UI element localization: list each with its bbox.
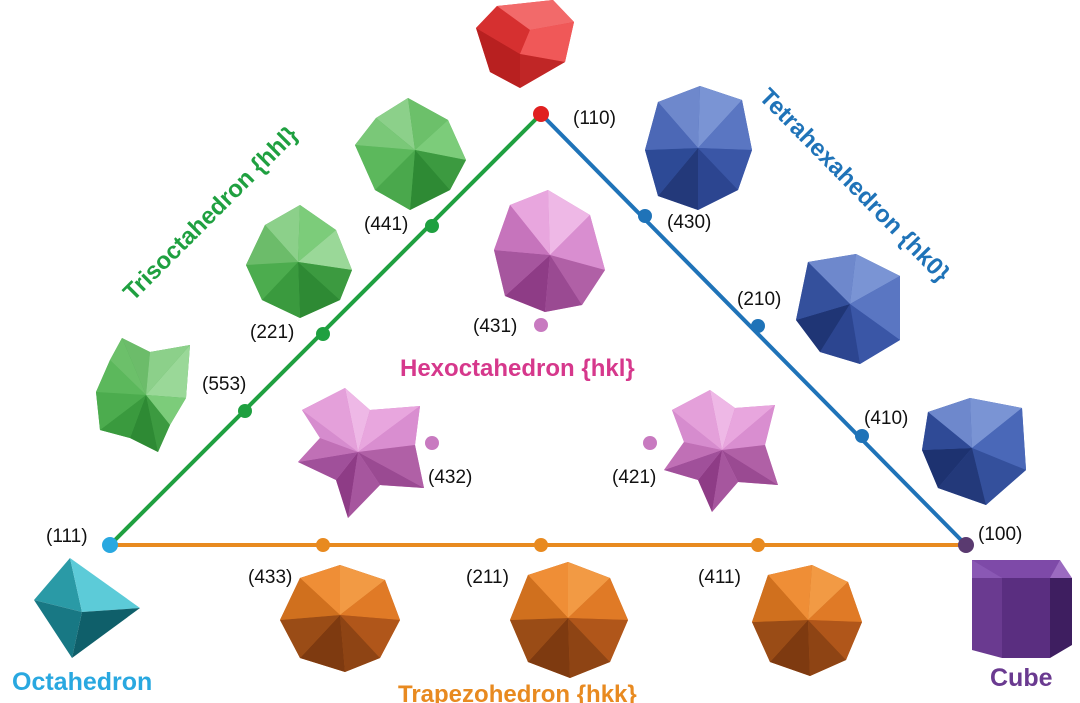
point-432: [425, 436, 439, 450]
trapezohedron-icon: [280, 565, 400, 672]
tetrahexahedron-icon: [922, 398, 1026, 505]
hexoctahedron-icon: [298, 388, 424, 518]
label-211: (211): [466, 567, 509, 588]
label-432: (432): [428, 467, 472, 488]
point-211: [534, 538, 548, 552]
rhombic-dodecahedron-icon: [476, 0, 574, 88]
point-441: [425, 219, 439, 233]
label-210: (210): [737, 289, 781, 310]
label-110: (110): [573, 108, 616, 129]
label-431: (431): [473, 316, 517, 337]
label-221: (221): [250, 322, 294, 343]
family-hexoctahedron: Hexoctahedron {hkl}: [400, 355, 635, 382]
family-trapezohedron: Trapezohedron {hkk}: [398, 681, 637, 703]
label-100: (100): [978, 524, 1022, 545]
hexoctahedron-icon: [494, 190, 605, 312]
vertex-111-dot: [102, 537, 118, 553]
corner-octahedron: Octahedron: [12, 668, 152, 696]
point-433: [316, 538, 330, 552]
label-411: (411): [698, 567, 741, 588]
octahedron-icon: [34, 558, 140, 658]
point-410: [855, 429, 869, 443]
label-553: (553): [202, 374, 246, 395]
trapezohedron-icon: [752, 565, 862, 676]
label-410: (410): [864, 408, 908, 429]
point-411: [751, 538, 765, 552]
label-111: (111): [46, 526, 88, 547]
point-553: [238, 404, 252, 418]
trisoctahedron-icon: [96, 338, 190, 452]
tetrahexahedron-icon: [796, 254, 900, 364]
point-421: [643, 436, 657, 450]
tetrahexahedron-icon: [645, 86, 752, 210]
vertex-110-dot: [533, 106, 549, 122]
cube-icon: [972, 560, 1072, 658]
corner-cube: Cube: [990, 664, 1053, 692]
trapezohedron-icon: [510, 562, 628, 678]
hexoctahedron-icon: [664, 390, 778, 512]
label-430: (430): [667, 212, 711, 233]
label-433: (433): [248, 567, 292, 588]
point-431: [534, 318, 548, 332]
point-221: [316, 327, 330, 341]
point-210: [751, 319, 765, 333]
label-421: (421): [612, 467, 656, 488]
trisoctahedron-icon: [246, 205, 352, 318]
label-441: (441): [364, 214, 408, 235]
point-430: [638, 209, 652, 223]
vertex-100-dot: [958, 537, 974, 553]
trisoctahedron-icon: [355, 98, 466, 210]
